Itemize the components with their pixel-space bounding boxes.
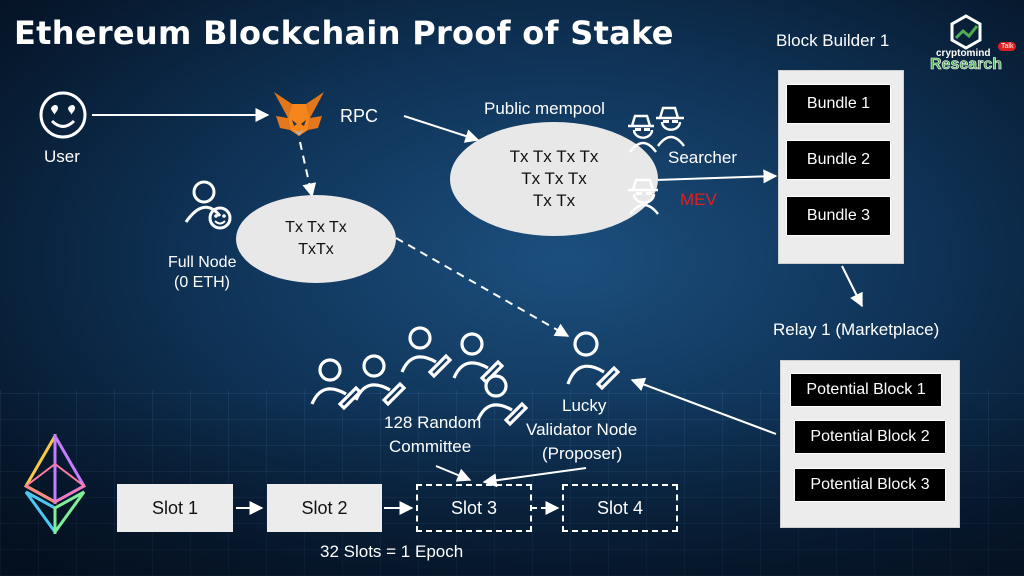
full-node-label-line2: (0 ETH) (174, 274, 230, 291)
mev-searcher-spy-icon (624, 176, 664, 216)
full-node-icon (182, 178, 238, 234)
arrow-builder-to-relay (841, 265, 863, 308)
public-mempool-label: Public mempool (484, 99, 605, 118)
user-icon (38, 90, 88, 140)
page-title: Ethereum Blockchain Proof of Stake (14, 14, 674, 52)
proposer-label-line3: (Proposer) (542, 444, 623, 463)
slot-2: Slot 2 (267, 484, 382, 532)
arrow-committee-to-slot3 (435, 465, 472, 482)
ethereum-logo-icon (22, 434, 88, 534)
mempool-tx-row: Tx Tx Tx Tx (509, 147, 599, 166)
relay-label: Relay 1 (Marketplace) (773, 320, 940, 339)
fullnode-tx-row: Tx Tx Tx (285, 219, 347, 236)
block-builder-label: Block Builder 1 (776, 31, 890, 50)
arrow-relay-to-proposer (630, 377, 777, 435)
potential-block-box: Potential Block 2 (794, 420, 946, 454)
public-mempool-pool: Tx Tx Tx Tx Tx Tx Tx Tx Tx (450, 122, 658, 236)
mempool-tx-row: Tx Tx (532, 191, 576, 210)
logo-mark-icon (950, 14, 982, 50)
logo-text-top: cryptomind (936, 48, 991, 59)
slot-4: Slot 4 (562, 484, 678, 532)
cryptomind-logo: cryptomind Research Talk (928, 12, 1017, 74)
epoch-label: 32 Slots = 1 Epoch (320, 542, 464, 561)
proposer-label-line1: Lucky (562, 396, 607, 415)
logo-text-main: Research (930, 56, 1003, 74)
arrow-proposer-to-slot3 (482, 467, 587, 488)
full-node-label-line1: Full Node (168, 254, 237, 271)
slot-3: Slot 3 (416, 484, 532, 532)
bundle-box: Bundle 3 (786, 196, 891, 236)
validator-committee-icon (304, 318, 544, 428)
mev-label: MEV (680, 190, 717, 209)
proposer-label-line2: Validator Node (526, 420, 638, 439)
mempool-tx-row: Tx Tx Tx (521, 169, 587, 188)
arrow-rpc-to-mempool (403, 115, 480, 143)
arrow-rpc-to-fullnode (299, 141, 317, 198)
bundle-box: Bundle 2 (786, 140, 891, 180)
fullnode-tx-row: TxTx (298, 241, 334, 258)
arrow-fullnode-to-proposer (395, 237, 570, 337)
committee-label-line2: Committee (389, 437, 472, 456)
slot-1: Slot 1 (117, 484, 233, 532)
user-label: User (44, 147, 80, 166)
full-node-mempool: Tx Tx Tx TxTx (236, 195, 396, 283)
metamask-fox-icon (272, 90, 326, 140)
proposer-validator-icon (564, 330, 624, 390)
rpc-label: RPC (340, 106, 379, 126)
bundle-box: Bundle 1 (786, 84, 891, 124)
searcher-label: Searcher (668, 148, 737, 167)
potential-block-box: Potential Block 1 (790, 373, 942, 407)
searcher-spy-icon (622, 104, 692, 158)
committee-label-line1: 128 Random (384, 413, 482, 432)
logo-badge: Talk (998, 42, 1017, 51)
arrow-mempool-to-builder (655, 169, 778, 184)
potential-block-box: Potential Block 3 (794, 468, 946, 502)
